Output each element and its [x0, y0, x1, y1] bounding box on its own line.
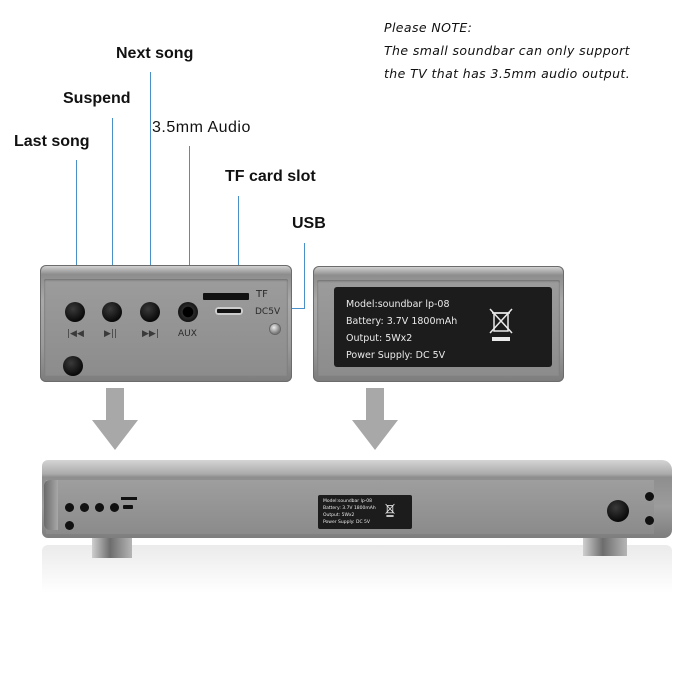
spec-output: Output: 5Wx2 [346, 333, 413, 344]
last-song-button[interactable] [65, 302, 85, 322]
callout-tf-slot: TF card slot [225, 168, 316, 185]
mini-aux-jack[interactable] [110, 503, 119, 512]
callout-line-suspend [112, 118, 113, 304]
callout-usb: USB [292, 215, 326, 232]
dc5v-label: DC5V [255, 307, 281, 317]
prev-icon: |◀◀ [67, 329, 84, 339]
mini-usb-port[interactable] [123, 505, 133, 509]
aux-jack[interactable] [178, 302, 198, 322]
callout-line-next [150, 72, 151, 304]
arrow-down-left-icon [92, 388, 138, 450]
note-line-1: The small soundbar can only support [384, 43, 630, 58]
mini-spec-output: Output: 5Wx2 [323, 513, 355, 518]
next-icon: ▶▶| [142, 329, 159, 339]
soundbar-end-cap [44, 480, 58, 530]
callout-next-song: Next song [116, 45, 194, 62]
mini-suspend-button[interactable] [80, 503, 89, 512]
power-switch[interactable] [63, 356, 83, 376]
right-top-hole [645, 492, 654, 501]
mini-next-button[interactable] [95, 503, 104, 512]
spec-power: Power Supply: DC 5V [346, 350, 446, 361]
callout-suspend: Suspend [63, 90, 131, 107]
note-block: Please NOTE: The small soundbar can only… [384, 16, 630, 85]
tf-label: TF [256, 289, 268, 300]
mini-last-button[interactable] [65, 503, 74, 512]
mini-spec-battery: Battery: 3.7V 1800mAh [323, 506, 376, 511]
note-title: Please NOTE: [384, 20, 473, 35]
play-pause-icon: ▶|| [104, 329, 117, 339]
micro-usb-port[interactable] [215, 307, 243, 315]
right-bottom-hole [645, 516, 654, 525]
spec-model: Model:soundbar lp-08 [346, 299, 450, 310]
spec-label-large: Model:soundbar lp-08 Battery: 3.7V 1800m… [334, 287, 552, 367]
mini-spec-model: Model:soundbar lp-08 [323, 499, 373, 504]
callout-audio: 3.5mm Audio [152, 119, 251, 136]
callout-line-last [76, 160, 77, 304]
screw-icon [270, 324, 280, 334]
spec-label-small: Model:soundbar lp-08 Battery: 3.7V 1800m… [318, 495, 412, 529]
right-end-badge [607, 500, 629, 522]
aux-label: AUX [178, 329, 197, 339]
weee-bin-icon [489, 308, 513, 341]
callout-last-song: Last song [14, 133, 90, 150]
callout-line-usb [304, 243, 305, 309]
mini-power-switch[interactable] [65, 521, 74, 530]
suspend-button[interactable] [102, 302, 122, 322]
callout-line-audio [189, 146, 190, 300]
arrow-down-right-icon [352, 388, 398, 450]
mini-tf-slot[interactable] [121, 497, 137, 500]
next-song-button[interactable] [140, 302, 160, 322]
spec-battery: Battery: 3.7V 1800mAh [346, 316, 458, 327]
tf-card-slot[interactable] [203, 293, 249, 300]
mini-weee-bin-icon [385, 503, 395, 517]
soundbar-reflection [42, 545, 672, 605]
left-panel-closeup [40, 265, 292, 382]
mini-spec-power: Power Supply: DC 5V [323, 520, 370, 525]
callout-line-tf [238, 196, 239, 294]
note-line-2: the TV that has 3.5mm audio output. [384, 66, 631, 81]
left-foot [92, 536, 132, 558]
